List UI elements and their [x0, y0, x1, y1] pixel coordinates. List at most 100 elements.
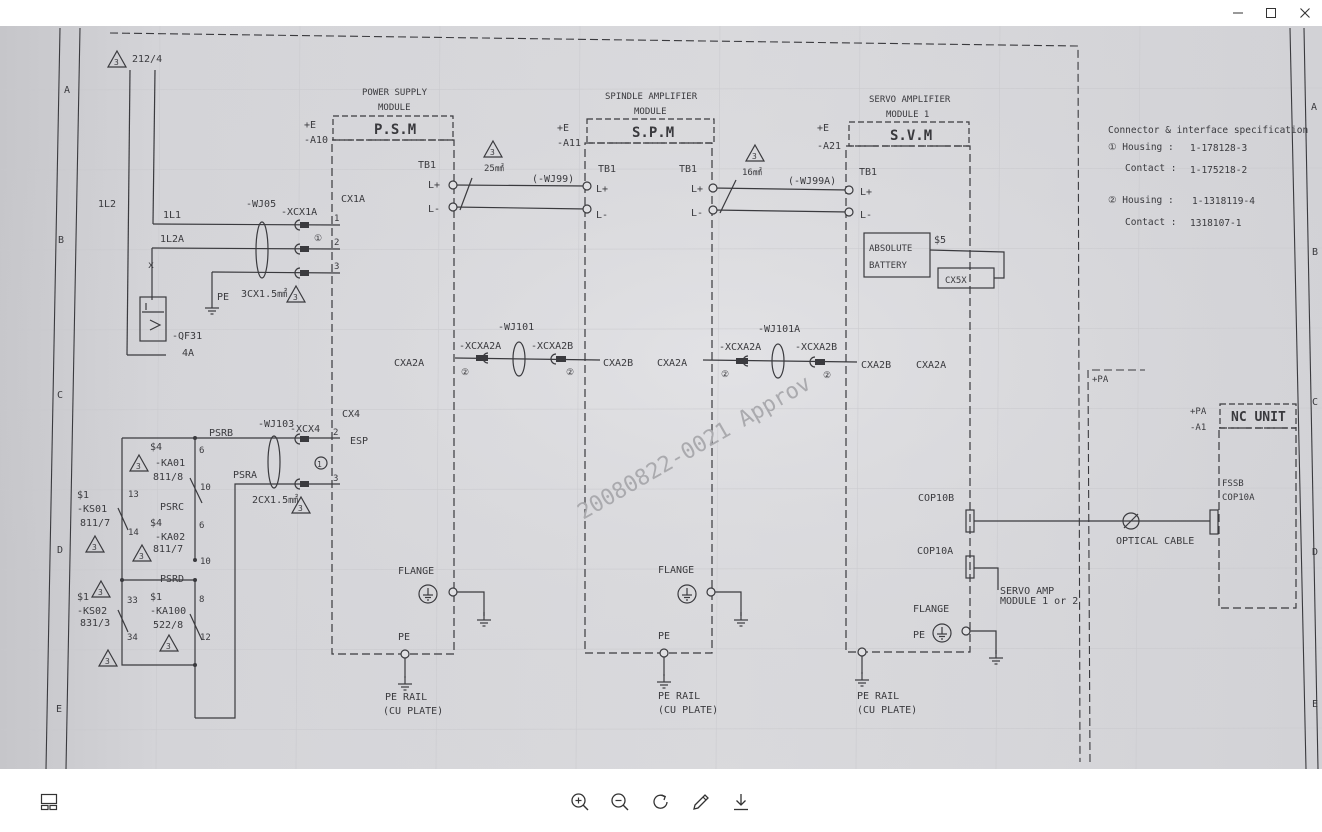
schematic-label: (CU PLATE)	[857, 705, 917, 716]
maximize-button[interactable]	[1254, 0, 1288, 26]
schematic-label: 811/8	[153, 472, 183, 483]
label-cable-size-2: 2CX1.5㎟	[252, 494, 298, 506]
schematic-label: 6	[199, 521, 204, 531]
schematic-label: (CU PLATE)	[383, 706, 443, 717]
schematic-label: 1	[317, 460, 322, 469]
schematic-label: 1-175218-2	[1190, 165, 1247, 176]
schematic-label: -XCXA2B	[795, 342, 837, 353]
zoom-out-button[interactable]	[605, 787, 635, 817]
schematic-label: 1	[334, 214, 339, 224]
label-wj99: (-WJ99)	[532, 174, 574, 185]
schematic-label: 3	[334, 262, 339, 272]
border-letter-d: D	[57, 545, 63, 556]
schematic-label: 3	[166, 642, 171, 651]
save-button[interactable]	[726, 787, 756, 817]
border-letter-e-right: E	[1312, 699, 1318, 710]
schematic-label: 8	[199, 595, 204, 605]
schematic-label: 1-178128-3	[1190, 143, 1247, 154]
schematic-label: CXA2A	[657, 358, 687, 369]
minimize-icon	[1233, 12, 1243, 14]
schematic-label: SERVO AMPLIFIER	[869, 95, 951, 105]
schematic-label: 811/7	[80, 518, 110, 529]
schematic-label: +PA	[1190, 407, 1207, 417]
schematic-label: 3	[490, 148, 495, 157]
schematic-label: L-	[596, 210, 608, 221]
schematic-label: ① Housing :	[1108, 142, 1174, 153]
close-button[interactable]	[1288, 0, 1322, 26]
schematic-drawing: A B C D E A B C D E +PA 3 212/4 x 1L2 1L…	[0, 26, 1322, 769]
schematic-label: 1318107-1	[1190, 218, 1242, 229]
border-letter-a: A	[64, 85, 70, 96]
schematic-label: 14	[128, 528, 139, 538]
schematic-label: L+	[428, 180, 440, 191]
border-letter-b-right: B	[1312, 247, 1318, 258]
schematic-label: CXA2A	[394, 358, 424, 369]
label-esp: ESP	[350, 436, 368, 447]
label-1l2: 1L2	[98, 199, 116, 210]
schematic-label: FLANGE	[658, 565, 694, 576]
rotate-icon	[653, 794, 668, 809]
schematic-label: L+	[860, 187, 872, 198]
schematic-label: TB1	[859, 167, 877, 178]
border-letter-c: C	[57, 390, 63, 401]
label-wj99a: (-WJ99A)	[788, 176, 836, 187]
rotate-button[interactable]	[646, 787, 676, 817]
title-bar	[0, 0, 1322, 26]
label-ka100: -KA100	[150, 606, 186, 617]
label-1l2a: 1L2A	[160, 234, 184, 245]
border-letter-b: B	[58, 235, 64, 246]
schematic-label: MODULE	[634, 107, 667, 117]
schematic-label: $1	[150, 592, 162, 603]
schematic-label: -A21	[817, 141, 841, 152]
border-letter-a-right: A	[1311, 102, 1317, 113]
schematic-label: 3	[139, 552, 144, 561]
label-psra: PSRA	[233, 470, 257, 481]
schematic-label: TB1	[418, 160, 436, 171]
schematic-label: -XCXA2B	[531, 341, 573, 352]
schematic-label: FSSB	[1222, 479, 1244, 489]
schematic-label: 522/8	[153, 620, 183, 631]
label-ks02: -KS02	[77, 606, 107, 617]
schematic-label: +E	[817, 123, 829, 134]
download-icon	[734, 794, 748, 811]
schematic-label: L+	[596, 184, 608, 195]
schematic-label: L+	[691, 184, 703, 195]
schematic-label: 811/7	[153, 544, 183, 555]
schematic-label: ②	[566, 368, 574, 378]
schematic-label: CXA2B	[861, 360, 891, 371]
label-ka02: -KA02	[155, 532, 185, 543]
schematic-label: $4	[150, 518, 162, 529]
schematic-label: 3	[333, 474, 338, 484]
schematic-label: L-	[691, 208, 703, 219]
label-cable-size-1: 3CX1.5㎟	[241, 288, 287, 300]
schematic-label: 25㎟	[484, 163, 504, 174]
schematic-label: SERVO AMP	[1000, 586, 1054, 597]
schematic-label: L-	[860, 210, 872, 221]
maximize-icon	[1266, 8, 1276, 18]
schematic-label: 3	[98, 588, 103, 597]
border-letter-c-right: C	[1312, 397, 1318, 408]
schematic-label: L-	[428, 204, 440, 215]
schematic-label: MODULE 1	[886, 110, 929, 120]
schematic-label: $4	[150, 442, 162, 453]
schematic-label: 3	[105, 657, 110, 666]
schematic-label: $1	[77, 490, 89, 501]
schematic-label: 16㎟	[742, 167, 762, 178]
label-psrc: PSRC	[160, 502, 184, 513]
schematic-label: 10	[200, 557, 211, 567]
image-canvas: A B C D E A B C D E +PA 3 212/4 x 1L2 1L…	[0, 26, 1322, 769]
module-svm: S.V.M	[890, 128, 932, 144]
panel-toggle-button[interactable]	[34, 787, 64, 817]
minimize-button[interactable]	[1221, 0, 1255, 26]
schematic-label: POWER SUPPLY	[362, 88, 428, 98]
schematic-label: BATTERY	[869, 261, 908, 271]
schematic-label: PE RAIL	[857, 691, 899, 702]
schematic-label: 10	[200, 483, 211, 493]
schematic-label: 3	[136, 462, 141, 471]
zoom-in-button[interactable]	[565, 787, 595, 817]
bottom-toolbar	[0, 769, 1322, 832]
schematic-label: PE	[658, 631, 670, 642]
edit-button[interactable]	[686, 787, 716, 817]
schematic-label: COP10B	[918, 493, 954, 504]
schematic-label: FLANGE	[913, 604, 949, 615]
